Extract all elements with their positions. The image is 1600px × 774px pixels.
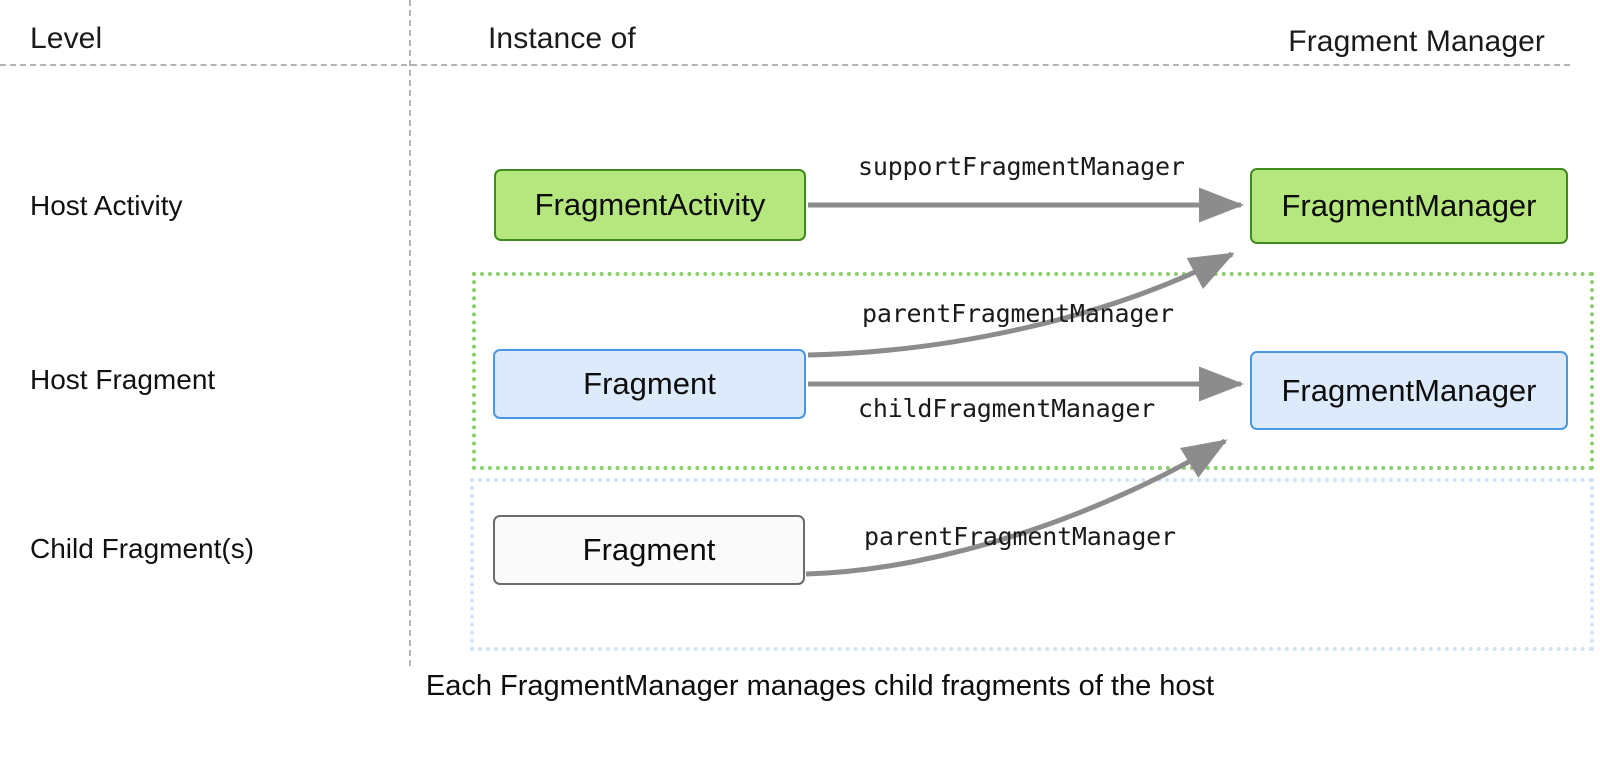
edge-label-parent-fragment-manager-host: parentFragmentManager — [862, 299, 1174, 328]
column-header-instance: Instance of — [488, 22, 636, 55]
edge-label-support-fragment-manager: supportFragmentManager — [858, 152, 1185, 181]
node-fragment-fragment-manager[interactable]: FragmentManager — [1250, 351, 1568, 430]
edge-label-child-fragment-manager: childFragmentManager — [858, 394, 1156, 423]
header-divider-line — [0, 64, 1570, 66]
diagram-caption: Each FragmentManager manages child fragm… — [425, 670, 1215, 702]
column-divider-line — [409, 0, 411, 666]
column-header-level: Level — [30, 22, 103, 55]
node-activity-fragment-manager[interactable]: FragmentManager — [1250, 168, 1568, 244]
column-header-manager: Fragment Manager — [1288, 25, 1545, 58]
row-label-host-fragment: Host Fragment — [30, 364, 216, 395]
row-label-host-activity: Host Activity — [30, 190, 183, 221]
node-host-fragment[interactable]: Fragment — [493, 349, 806, 419]
node-fragment-activity[interactable]: FragmentActivity — [494, 169, 806, 241]
node-child-fragment[interactable]: Fragment — [493, 515, 805, 585]
edge-label-parent-fragment-manager-child: parentFragmentManager — [864, 522, 1176, 551]
row-label-child-fragments: Child Fragment(s) — [30, 533, 255, 564]
